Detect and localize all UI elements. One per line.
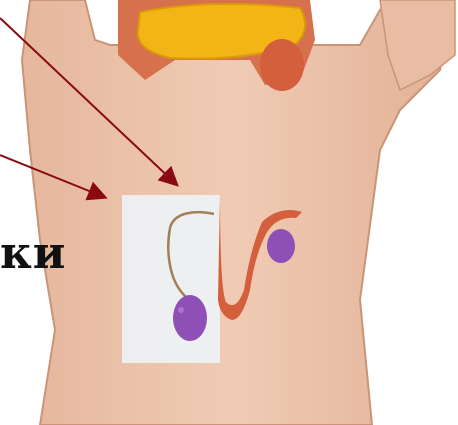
ovary-right: [267, 229, 295, 263]
organ-red-right: [260, 39, 304, 91]
overlay-panel: [122, 195, 220, 363]
caption-fragment: ки: [0, 232, 66, 276]
body-silhouette: [22, 0, 446, 425]
ovary-left: [173, 295, 207, 341]
ovary-left-spot: [178, 307, 184, 313]
